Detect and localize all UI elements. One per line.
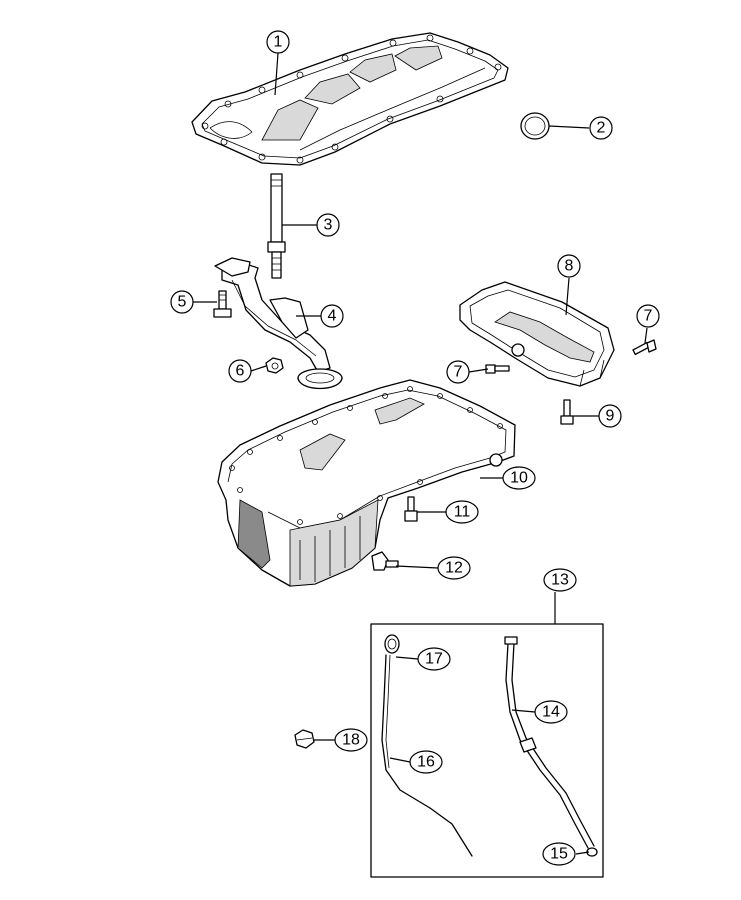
- callout-2-label: 2: [597, 120, 606, 137]
- part-9-bolt: [560, 399, 574, 425]
- part-6-nut: [265, 357, 284, 374]
- part-16-dipstick: [381, 654, 473, 857]
- callout-3-label: 3: [324, 217, 333, 234]
- part-17-dipstick-handle: [384, 634, 400, 654]
- callout-16: 16: [409, 750, 443, 774]
- part-2-o-ring: [520, 112, 550, 140]
- callout-10-label: 10: [510, 470, 528, 487]
- callout-2: 2: [589, 116, 613, 140]
- callout-9-label: 9: [606, 408, 615, 425]
- callout-4-label: 4: [328, 308, 337, 325]
- callout-12-label: 12: [445, 560, 463, 577]
- part-4-pickup-tube: [214, 257, 343, 390]
- callout-8-label: 8: [565, 258, 574, 275]
- callout-11: 11: [445, 500, 479, 524]
- callout-3: 3: [316, 213, 340, 237]
- part-1-windage-tray: [191, 32, 509, 166]
- callout-16-label: 16: [417, 754, 435, 771]
- callout-10: 10: [502, 466, 536, 490]
- part-12-drain-plug: [371, 551, 399, 571]
- callout-12: 12: [437, 556, 471, 580]
- callout-17: 17: [417, 647, 451, 671]
- callout-5-label: 5: [178, 294, 187, 311]
- callout-7-left: 7: [446, 360, 470, 384]
- callout-15: 15: [542, 842, 576, 866]
- part-14-dipstick-tube: [504, 636, 595, 849]
- callout-7-left-label: 7: [454, 364, 463, 381]
- callout-13-label: 13: [551, 572, 569, 589]
- part-3-stud: [267, 173, 286, 279]
- part-18-cap: [294, 729, 315, 749]
- callout-8: 8: [557, 254, 581, 278]
- callout-9: 9: [598, 404, 622, 428]
- part-5-bolt: [213, 290, 232, 318]
- callout-14-label: 14: [542, 704, 560, 721]
- callout-1: 1: [266, 30, 290, 54]
- callout-18-label: 18: [342, 732, 360, 749]
- part-8-oil-pan-extension: [459, 281, 615, 387]
- callout-14: 14: [534, 700, 568, 724]
- callout-5: 5: [170, 290, 194, 314]
- callout-13: 13: [543, 568, 577, 592]
- part-7-bolt-right: [632, 339, 657, 356]
- callout-15-label: 15: [550, 846, 568, 863]
- dipstick-group-box: [370, 623, 604, 878]
- callout-1-label: 1: [274, 34, 283, 51]
- callout-4: 4: [320, 304, 344, 328]
- callout-17-label: 17: [425, 651, 443, 668]
- callout-7-right-label: 7: [644, 308, 653, 325]
- callout-7-right: 7: [636, 304, 660, 328]
- part-7-bolt-left: [485, 364, 510, 374]
- leader-lines: [193, 52, 648, 855]
- callout-18: 18: [334, 728, 368, 752]
- callout-6-label: 6: [236, 363, 245, 380]
- part-10-oil-pan: [217, 379, 516, 587]
- callout-6: 6: [228, 359, 252, 383]
- callout-11-label: 11: [454, 504, 471, 521]
- part-11-bolt: [404, 496, 418, 522]
